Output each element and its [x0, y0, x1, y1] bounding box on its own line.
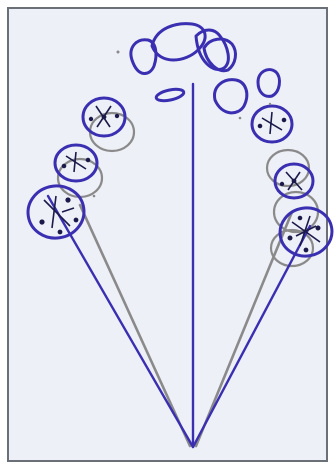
cusp-dot — [116, 115, 119, 118]
faint-dot — [269, 103, 271, 105]
faint-dot — [239, 117, 242, 120]
cusp-dot — [74, 218, 77, 221]
cusp-dot — [283, 119, 286, 122]
cusp-dot — [281, 183, 284, 186]
faint-dot — [93, 195, 96, 198]
cusp-dot — [87, 159, 90, 162]
cusp-dot — [259, 125, 262, 128]
cusp-dot — [316, 226, 319, 229]
cusp-dot — [40, 220, 44, 224]
faint-dot — [117, 51, 120, 54]
cusp-dot — [292, 179, 295, 182]
cusp-dot — [63, 165, 66, 168]
cusp-dot — [66, 198, 70, 202]
cusp-dot — [304, 248, 307, 251]
cusp-dot — [102, 115, 105, 118]
cusp-dot — [288, 236, 291, 239]
cusp-dot — [299, 217, 302, 220]
cusp-dot — [90, 118, 93, 121]
cusp-dot — [58, 230, 61, 233]
